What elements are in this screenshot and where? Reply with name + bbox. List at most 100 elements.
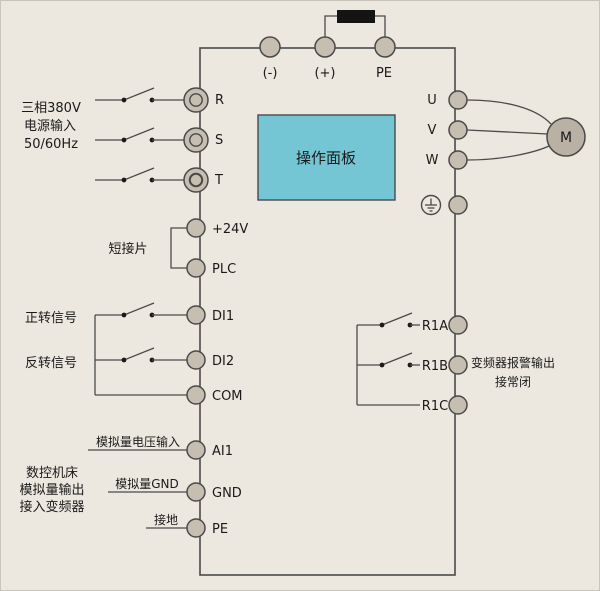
cnc-annotation: 数控机床 模拟量输出 接入变频器 xyxy=(19,466,84,515)
label-pe-top: PE xyxy=(376,66,392,81)
relay-contact-r1a xyxy=(357,312,420,328)
terminal-ai1 xyxy=(186,440,206,460)
forward-signal-label: 正转信号 xyxy=(25,311,77,326)
terminal-r-outer xyxy=(183,87,209,113)
terminal-earth xyxy=(448,195,468,215)
terminal-positive xyxy=(314,36,336,58)
label-negative: (-) xyxy=(263,66,278,81)
label-s: S xyxy=(215,133,223,148)
terminal-r1a xyxy=(448,315,468,335)
reverse-signal-label: 反转信号 xyxy=(25,356,77,371)
alarm-line2: 接常闭 xyxy=(495,374,531,389)
label-pe-bottom: PE xyxy=(212,522,228,537)
label-w: W xyxy=(426,153,439,168)
terminal-t-inner xyxy=(188,172,204,188)
alarm-annotation: 变频器报警输出 接常闭 xyxy=(471,355,555,389)
cnc-line3: 接入变频器 xyxy=(19,499,84,515)
contact-dot xyxy=(379,362,385,368)
switch-r-phase xyxy=(95,87,184,103)
label-r1b: R1B xyxy=(422,359,448,374)
wire-w-motor xyxy=(466,145,550,161)
label-positive: (+) xyxy=(314,66,335,81)
label-v: V xyxy=(428,123,437,138)
terminal-negative xyxy=(259,36,281,58)
alarm-line1: 变频器报警输出 xyxy=(471,355,555,370)
label-r1a: R1A xyxy=(422,319,448,334)
label-com: COM xyxy=(212,389,243,404)
power-input-line1: 三相380V xyxy=(21,101,81,116)
switch-blade-r1a xyxy=(381,312,413,326)
label-u: U xyxy=(427,93,437,108)
switch-forward xyxy=(95,302,187,318)
resistor-wire-left xyxy=(324,15,337,37)
analog-voltage-input-label: 模拟量电压输入 xyxy=(96,434,180,449)
contact-dot xyxy=(121,97,127,103)
contact-dot xyxy=(121,357,127,363)
braking-resistor-circuit xyxy=(324,10,386,37)
switch-blade-r1b xyxy=(381,352,413,366)
motor-label: M xyxy=(560,130,572,146)
terminal-s-inner xyxy=(189,133,203,147)
switch-blade-r xyxy=(123,87,155,101)
earth-label: 接地 xyxy=(154,512,178,527)
terminal-s xyxy=(183,127,209,153)
switch-blade-di2 xyxy=(123,347,155,361)
operation-panel-label: 操作面板 xyxy=(296,149,356,167)
braking-resistor xyxy=(337,10,375,23)
label-r: R xyxy=(215,93,224,108)
operation-panel xyxy=(257,114,396,201)
earth-symbol xyxy=(420,194,442,216)
terminal-di2 xyxy=(186,350,206,370)
wire-v-motor xyxy=(466,129,549,135)
cnc-line1: 数控机床 xyxy=(26,466,78,481)
label-ai1: AI1 xyxy=(212,444,233,459)
terminal-r-inner xyxy=(189,93,203,107)
jumper-link xyxy=(170,227,187,269)
power-input-line3: 50/60Hz xyxy=(24,137,78,152)
terminal-di1 xyxy=(186,305,206,325)
motor xyxy=(546,117,586,157)
terminal-pe-top xyxy=(374,36,396,58)
contact-dot xyxy=(121,312,127,318)
analog-gnd-label: 模拟量GND xyxy=(115,477,179,491)
switch-s-phase xyxy=(95,127,184,143)
terminal-r1b xyxy=(448,355,468,375)
terminal-pe-bottom xyxy=(186,518,206,538)
terminal-gnd xyxy=(186,482,206,502)
terminal-w xyxy=(448,150,468,170)
contact-dot xyxy=(379,322,385,328)
switch-blade-s xyxy=(123,127,155,141)
wire-u-motor xyxy=(466,99,552,125)
jumper-label: 短接片 xyxy=(108,241,147,257)
terminal-r1c xyxy=(448,395,468,415)
power-input-line2: 电源输入 xyxy=(24,118,76,134)
terminal-t xyxy=(183,167,209,193)
terminal-t-outer xyxy=(183,167,209,193)
label-di2: DI2 xyxy=(212,354,234,369)
contact-dot xyxy=(121,177,127,183)
label-t: T xyxy=(214,173,223,188)
resistor-wire-right xyxy=(375,15,386,37)
terminal-r xyxy=(183,87,209,113)
terminal-v xyxy=(448,120,468,140)
label-gnd: GND xyxy=(212,486,242,501)
switch-reverse xyxy=(95,347,187,363)
switch-t-phase xyxy=(95,167,184,183)
label-24v: +24V xyxy=(212,222,248,237)
earth-symbol-circle xyxy=(420,194,442,216)
terminal-com xyxy=(186,385,206,405)
terminal-u xyxy=(448,90,468,110)
relay-contact-r1b xyxy=(357,352,420,368)
switch-blade-di1 xyxy=(123,302,155,316)
terminal-s-outer xyxy=(183,127,209,153)
power-input-label: 三相380V 电源输入 50/60Hz xyxy=(21,101,81,152)
contact-dot xyxy=(121,137,127,143)
cnc-line2: 模拟量输出 xyxy=(19,482,84,498)
label-di1: DI1 xyxy=(212,309,234,324)
label-r1c: R1C xyxy=(422,399,448,414)
label-plc: PLC xyxy=(212,262,236,277)
terminal-24v xyxy=(186,218,206,238)
